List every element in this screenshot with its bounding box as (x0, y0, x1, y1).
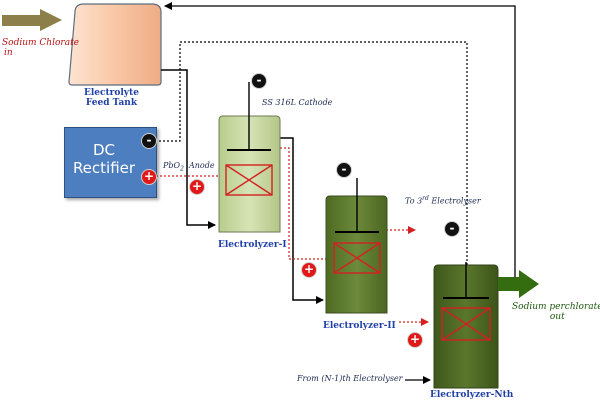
electrolyzer-2 (325, 178, 388, 314)
electrolyzer-1-label: Electrolyzer-I (218, 240, 287, 250)
negative-terminal-cell-2: - (336, 162, 352, 178)
electrolyzer-2-label: Electrolyzer-II (323, 321, 396, 331)
anode-line-2 (280, 147, 342, 260)
negative-terminal-cell-3: - (444, 221, 460, 237)
positive-terminal-rectifier: + (141, 169, 157, 185)
output-arrow (498, 270, 539, 298)
electrolyzer-n-label: Electrolyzer-Nth (430, 390, 514, 400)
cathode-label: SS 316L Cathode (262, 98, 333, 107)
output-label: Sodium perchlorate out (512, 302, 600, 322)
positive-terminal-cell-1: + (189, 179, 205, 195)
from-n1-label: From (N-1)th Electrolyser (297, 374, 403, 383)
electrolyzer-1 (218, 82, 281, 233)
feed-line-2 (280, 137, 324, 304)
dotted-loop-line (155, 41, 468, 265)
to-third-label: To 3rd Electrolyser (405, 195, 481, 206)
feed-tank-label: Electrolyte Feed Tank (84, 88, 139, 108)
electrolyzer-n (433, 262, 499, 389)
positive-terminal-cell-3: + (407, 332, 423, 348)
negative-terminal-rectifier: - (141, 133, 157, 149)
return-line (164, 2, 516, 280)
positive-terminal-cell-2: + (301, 262, 317, 278)
anode-label: PbO2 Anode (163, 161, 215, 173)
negative-terminal-cell-1: - (251, 73, 267, 89)
input-label: Sodium Chlorate in (2, 38, 80, 58)
feed-line-1 (161, 69, 216, 229)
rectifier-label: DC Rectifier (72, 141, 136, 177)
input-arrow (2, 9, 62, 31)
feed-tank (68, 3, 162, 86)
